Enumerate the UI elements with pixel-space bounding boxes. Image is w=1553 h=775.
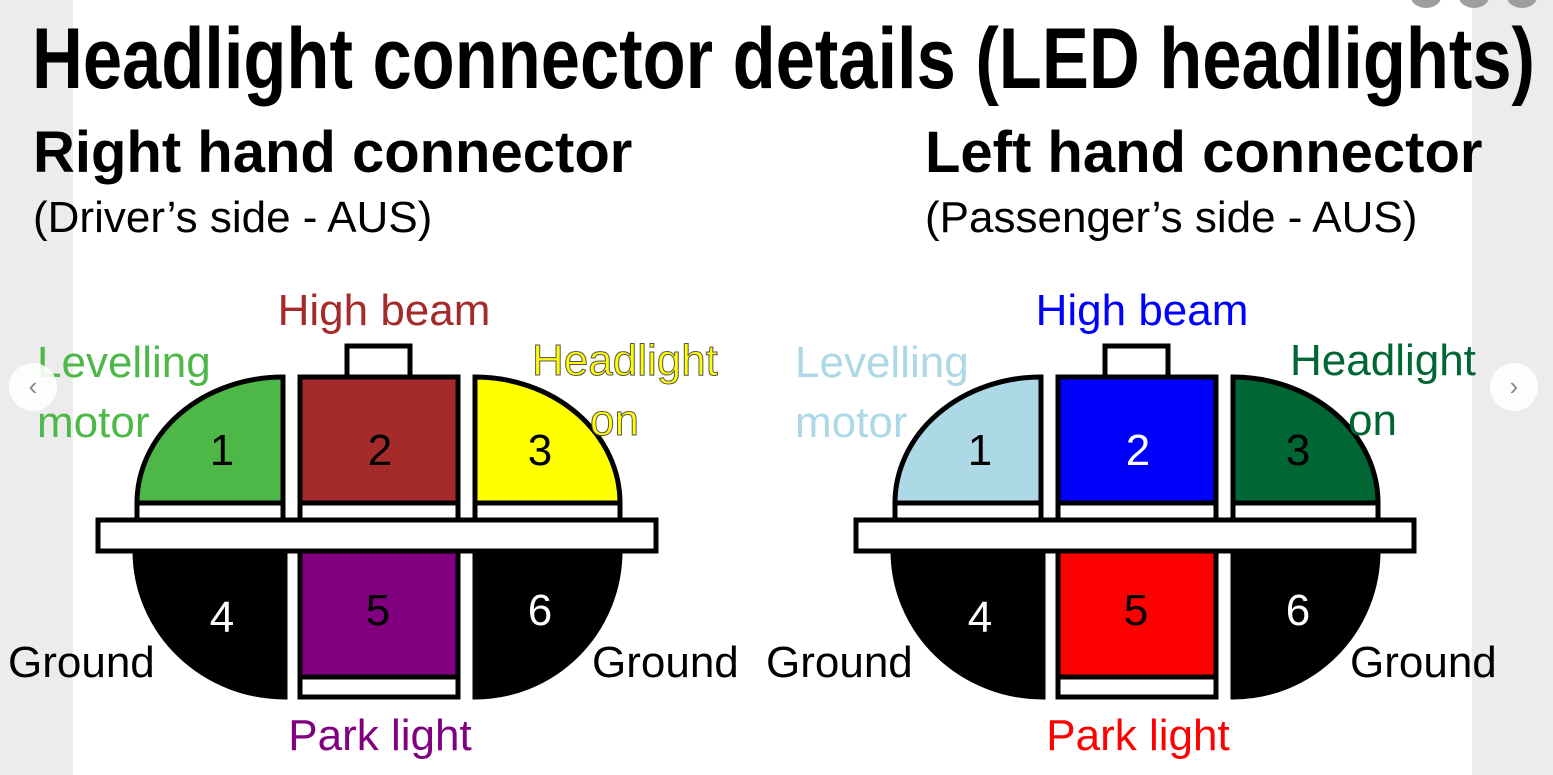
pin-2 bbox=[1055, 374, 1219, 506]
prev-image-button[interactable]: ‹ bbox=[9, 363, 57, 411]
label-headlight-on: Headlight bbox=[532, 336, 718, 385]
connector-subheading: (Driver’s side - AUS) bbox=[33, 193, 432, 242]
connector-heading: Right hand connector bbox=[33, 120, 632, 185]
label-levelling-motor: Levelling bbox=[795, 338, 969, 387]
pin-1-number: 1 bbox=[210, 426, 234, 475]
label-headlight-on: on bbox=[1348, 396, 1397, 445]
pin-6-number: 6 bbox=[528, 586, 552, 635]
label-high-beam: High beam bbox=[1036, 286, 1249, 335]
label-headlight-on: on bbox=[590, 396, 639, 445]
chevron-right-icon: › bbox=[1509, 371, 1519, 401]
menu-dot[interactable] bbox=[1459, 0, 1489, 8]
pin-5 bbox=[1055, 548, 1219, 680]
menu-dot[interactable] bbox=[1507, 0, 1537, 8]
label-ground: Ground bbox=[1350, 638, 1497, 687]
label-park-light: Park light bbox=[1046, 711, 1229, 760]
pin-3 bbox=[472, 374, 623, 506]
label-park-light: Park light bbox=[288, 711, 471, 760]
label-headlight-on: Headlight bbox=[1290, 336, 1476, 385]
pin-3-number: 3 bbox=[528, 426, 552, 475]
label-ground: Ground bbox=[766, 638, 913, 687]
pin-1 bbox=[892, 374, 1044, 506]
next-image-button[interactable]: › bbox=[1490, 363, 1538, 411]
pin-4-number: 4 bbox=[968, 593, 992, 642]
connector-heading: Left hand connector bbox=[925, 120, 1482, 185]
label-levelling-motor: motor bbox=[795, 398, 907, 447]
connector-right: Right hand connector (Driver’s side - AUS… bbox=[8, 120, 739, 760]
pin-3-number: 3 bbox=[1286, 426, 1310, 475]
pin-6 bbox=[472, 548, 623, 700]
label-ground: Ground bbox=[8, 638, 155, 687]
pin-5-number: 5 bbox=[1124, 586, 1148, 635]
pin-5 bbox=[297, 548, 461, 680]
pin-2-number: 2 bbox=[368, 426, 392, 475]
pin-6 bbox=[1230, 548, 1381, 700]
pin-1-number: 1 bbox=[968, 426, 992, 475]
menu-dot[interactable] bbox=[1411, 0, 1441, 8]
pin-4 bbox=[890, 548, 1046, 700]
pin-2 bbox=[297, 374, 461, 506]
pin-6-number: 6 bbox=[1286, 586, 1310, 635]
pin-5-number: 5 bbox=[366, 586, 390, 635]
pin-4 bbox=[132, 548, 288, 700]
connector-left: Left hand connector (Passenger’s side - A… bbox=[766, 120, 1497, 760]
pin-4-number: 4 bbox=[210, 593, 234, 642]
pin-3 bbox=[1230, 374, 1381, 506]
connector-subheading: (Passenger’s side - AUS) bbox=[925, 193, 1417, 242]
chevron-left-icon: ‹ bbox=[28, 371, 38, 401]
pin-1 bbox=[134, 374, 286, 506]
diagram-title: Headlight connector details (LED headlig… bbox=[32, 11, 1535, 107]
pin-2-number: 2 bbox=[1126, 426, 1150, 475]
label-levelling-motor: motor bbox=[37, 398, 149, 447]
label-ground: Ground bbox=[592, 638, 739, 687]
label-high-beam: High beam bbox=[278, 286, 491, 335]
label-levelling-motor: Levelling bbox=[37, 338, 211, 387]
